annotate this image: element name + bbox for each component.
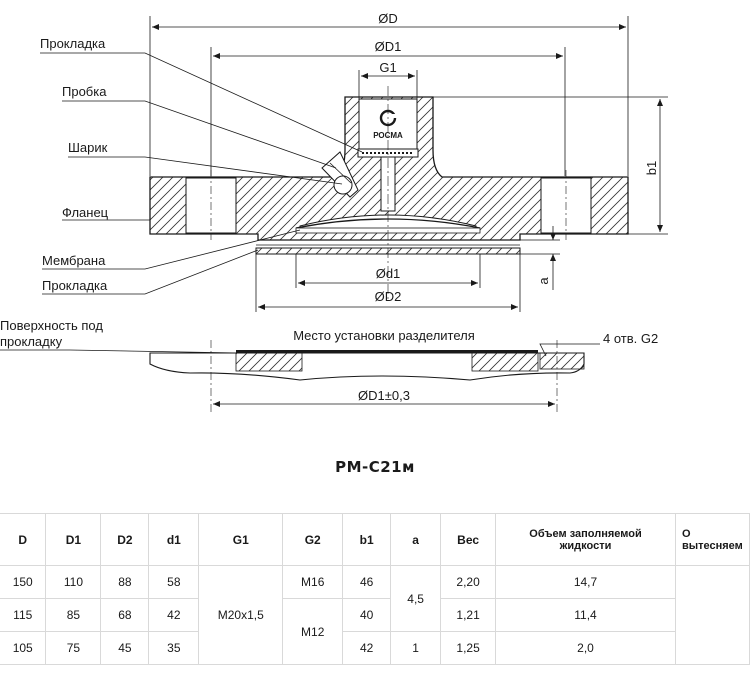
- label-membrane: Мембрана: [42, 253, 106, 268]
- label-plug: Пробка: [62, 84, 107, 99]
- col-D2: D2: [100, 513, 150, 566]
- col-G2: G2: [282, 513, 344, 566]
- col-displaced: О вытесняем: [674, 513, 750, 566]
- mounting-section: [149, 340, 585, 412]
- product-title: РМ-С21м: [335, 458, 415, 476]
- dim-D1-tol-label: ØD1±0,3: [358, 388, 410, 403]
- col-D: D: [0, 513, 47, 566]
- dim-b1: b1: [433, 96, 668, 235]
- dim-a: a: [520, 226, 560, 290]
- label-flange: Фланец: [62, 205, 109, 220]
- dim-D2: ØD2: [255, 254, 521, 312]
- col-a: a: [390, 513, 442, 566]
- label-holes: 4 отв. G2: [603, 331, 658, 346]
- label-mount-place: Место установки разделителя: [293, 328, 475, 343]
- table-row: 115 85 68 42 M12 40 1,21 11,4: [0, 598, 750, 665]
- dim-D2-label: ØD2: [375, 289, 402, 304]
- col-b1: b1: [342, 513, 392, 566]
- label-surface-2: прокладку: [0, 334, 63, 349]
- ball-channel: [321, 151, 359, 198]
- dim-G1-label: G1: [379, 60, 396, 75]
- label-surface-1: Поверхность под: [0, 318, 103, 333]
- dim-G1: G1: [358, 60, 418, 100]
- table-row: 150 110 88 58 M20x1,5 M16 46 4,5 2,20 14…: [0, 565, 750, 665]
- col-weight: Вес: [440, 513, 497, 566]
- dim-D1: ØD1: [210, 39, 566, 176]
- dim-D-label: ØD: [378, 11, 398, 26]
- dim-a-label: a: [536, 277, 551, 285]
- technical-drawing: ØD ØD1 G1 РОСМА: [0, 11, 668, 412]
- dim-b1-label: b1: [644, 161, 659, 175]
- label-gasket-bottom: Прокладка: [42, 278, 108, 293]
- table-row: 105 75 45 35 42 1 1,25 2,0: [0, 631, 750, 665]
- col-G1: G1: [198, 513, 284, 566]
- dim-D: ØD: [149, 11, 629, 176]
- dim-d1: Ød1: [295, 254, 481, 288]
- callouts: [40, 52, 363, 295]
- col-d1: d1: [148, 513, 200, 566]
- spec-table: D D1 D2 d1 G1 G2 b1 a Вес Объем заполняе…: [0, 513, 750, 665]
- label-gasket-top: Прокладка: [40, 36, 106, 51]
- flange-section: [149, 96, 629, 241]
- dim-d1-label: Ød1: [376, 266, 401, 281]
- dim-D1-label: ØD1: [375, 39, 402, 54]
- col-volume: Объем заполняемой жидкости: [495, 513, 676, 566]
- col-D1: D1: [45, 513, 102, 566]
- label-ball: Шарик: [68, 140, 108, 155]
